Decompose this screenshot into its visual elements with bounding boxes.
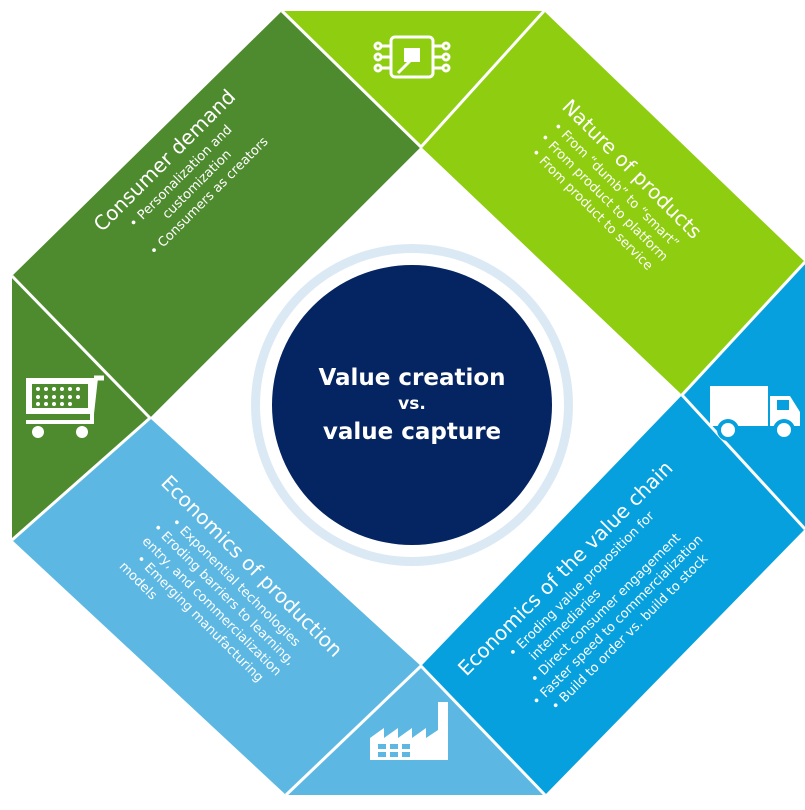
center-title: Value creation vs. value capture (292, 340, 532, 470)
economics-of-production-panel-main (12, 418, 421, 795)
nature-of-products-panel (421, 11, 805, 395)
center-title-line-1: Value creation (318, 365, 506, 391)
center-title-line-2: vs. (398, 394, 426, 414)
bottom-corner-triangle (286, 666, 545, 795)
shopping-cart-icon (26, 375, 104, 438)
chip-icon (373, 35, 451, 79)
top-corner-triangle (282, 11, 544, 147)
truck-icon (710, 386, 800, 441)
center-circle (272, 265, 552, 545)
factory-icon (370, 702, 448, 760)
separator-lines (10, 9, 805, 797)
consumer-demand-panel (12, 11, 421, 418)
center-title-line-3: value capture (322, 419, 502, 445)
economics-of-value-chain-panel (421, 395, 805, 795)
